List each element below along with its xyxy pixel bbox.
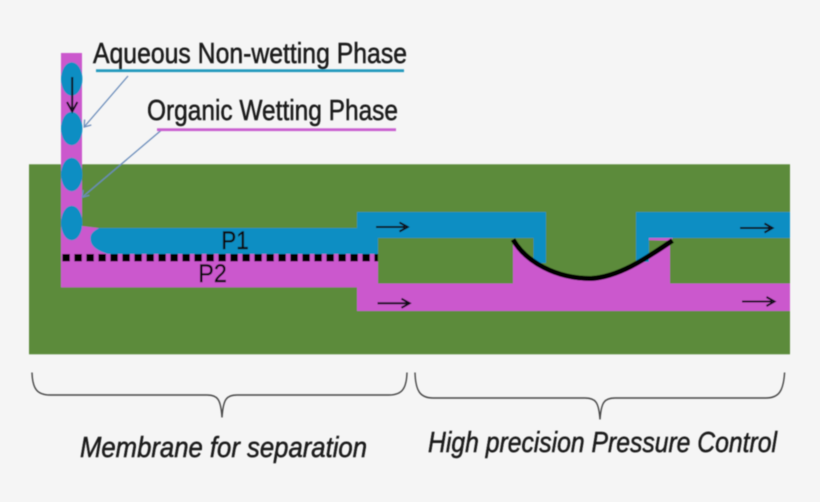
svg-text:P1: P1: [221, 227, 249, 255]
svg-text:P2: P2: [198, 260, 227, 288]
svg-text:Organic Wetting Phase: Organic Wetting Phase: [147, 95, 398, 127]
svg-text:Membrane for separation: Membrane for separation: [80, 432, 367, 464]
svg-text:Aqueous Non-wetting Phase: Aqueous Non-wetting Phase: [93, 38, 407, 70]
svg-text:High precision Pressure Contro: High precision Pressure Control: [428, 427, 778, 459]
